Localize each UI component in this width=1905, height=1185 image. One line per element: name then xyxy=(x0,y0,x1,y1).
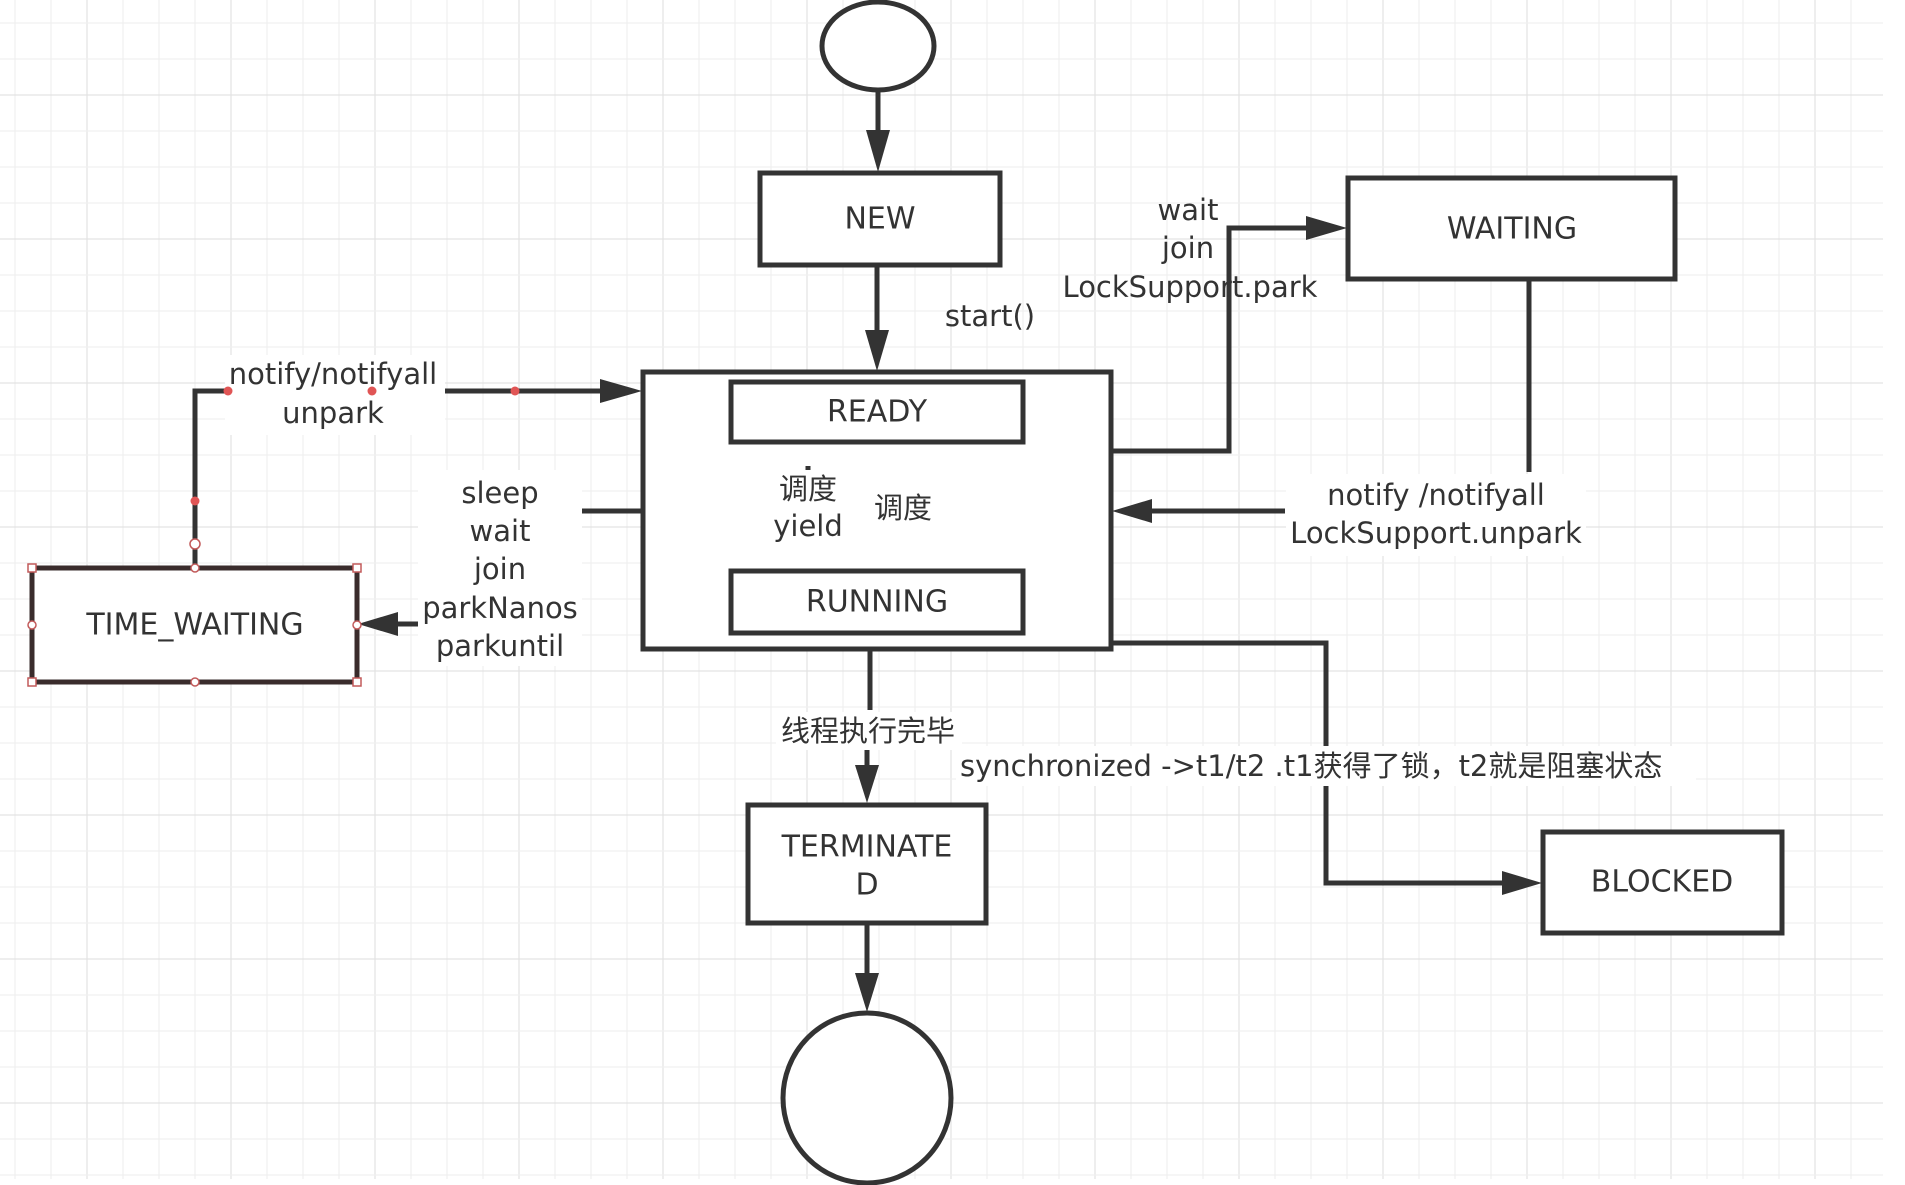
terminated-state-box[interactable] xyxy=(745,802,989,926)
edge-label-yield-line-2: yield xyxy=(773,509,843,543)
connection-point-bottom[interactable] xyxy=(190,677,200,687)
edge-waypoint[interactable] xyxy=(510,386,520,396)
edge-label-notify-line-1: notify /notifyall xyxy=(1327,478,1545,512)
arrowhead-time-waiting-to-runnable xyxy=(600,379,642,403)
edge-label-thread-finished: 线程执行完毕 xyxy=(781,714,955,748)
edge-label-waiting-line-2: join xyxy=(1161,231,1214,265)
edge-waypoint[interactable] xyxy=(190,496,200,506)
edge-label-schedule: 调度 xyxy=(874,491,932,525)
edge-endpoint-handle[interactable] xyxy=(189,538,201,550)
connection-point-top[interactable] xyxy=(190,563,200,573)
edge-label-waiting-line-1: wait xyxy=(1158,193,1219,227)
label-bg-runnable-to-blocked xyxy=(956,746,1696,786)
running-state-label: RUNNING xyxy=(806,585,948,620)
edge-label-notify-line-2: LockSupport.unpark xyxy=(1290,516,1582,550)
new-state-label: NEW xyxy=(844,202,915,237)
edge-waypoint[interactable] xyxy=(367,386,377,396)
waiting-state-label: WAITING xyxy=(1447,212,1577,247)
resize-handle-top-right[interactable] xyxy=(352,563,362,573)
edge-label-yield-line-1: 调度 xyxy=(779,472,837,506)
label-bg-runnable-to-time-waiting xyxy=(418,470,582,666)
edge-waypoint[interactable] xyxy=(223,386,233,396)
edge-time-waiting-to-runnable[interactable] xyxy=(192,388,225,568)
label-bg-waiting-to-runnable xyxy=(1286,474,1586,556)
edge-label-start: start() xyxy=(945,299,1035,333)
edge-label-waiting-line-3: LockSupport.park xyxy=(1063,270,1318,304)
ready-state-box[interactable] xyxy=(728,379,1026,445)
label-bg-runnable-to-terminated xyxy=(776,712,962,750)
edge-label-time-notify-line-1: notify/notifyall xyxy=(229,357,437,391)
connection-point-left[interactable] xyxy=(27,620,37,630)
waiting-state-box[interactable] xyxy=(1345,175,1678,282)
start-node[interactable] xyxy=(819,0,937,93)
edge-label-sleep-line-3: join xyxy=(473,552,526,586)
arrowhead-runnable-to-blocked xyxy=(1502,871,1542,895)
arrowhead-new-to-runnable xyxy=(865,330,889,371)
running-state-box[interactable] xyxy=(728,568,1026,636)
arrowhead-runnable-to-waiting xyxy=(1306,216,1347,240)
canvas-bottom-strip xyxy=(0,1179,1905,1185)
arrowhead-runnable-to-terminated xyxy=(855,765,879,803)
edge-label-sleep-line-1: sleep xyxy=(461,476,538,510)
ready-state-label: READY xyxy=(827,395,928,430)
arrowhead-runnable-to-time-waiting xyxy=(358,612,398,636)
label-bg-time-waiting-to-runnable xyxy=(225,355,445,435)
arrowhead-waiting-to-runnable xyxy=(1112,499,1152,523)
connection-point-right[interactable] xyxy=(352,620,362,630)
edge-runnable-to-waiting[interactable] xyxy=(1111,225,1310,454)
arrowhead-terminated-to-end xyxy=(855,973,879,1012)
selection-handles xyxy=(27,538,362,687)
edge-label-synchronized: synchronized ->t1/t2 .t1获得了锁，t2就是阻塞状态 xyxy=(960,749,1662,783)
edge-label-time-notify-line-2: unpark xyxy=(282,396,384,430)
arrowhead-start-to-new xyxy=(866,130,890,172)
end-node[interactable] xyxy=(780,1010,954,1185)
resize-handle-bottom-left[interactable] xyxy=(27,677,37,687)
terminated-state-label-line-2: D xyxy=(855,868,878,903)
edge-label-sleep-line-5: parkuntil xyxy=(436,629,564,663)
edge-label-sleep-line-4: parkNanos xyxy=(422,591,578,625)
terminated-state-label-line-1: TERMINATE xyxy=(781,830,953,865)
time-waiting-state-label: TIME_WAITING xyxy=(85,608,303,643)
resize-handle-bottom-right[interactable] xyxy=(352,677,362,687)
new-state-box[interactable] xyxy=(757,170,1003,268)
blocked-state-label: BLOCKED xyxy=(1591,865,1734,900)
edge-label-sleep-line-2: wait xyxy=(470,514,531,548)
edge-waypoints xyxy=(190,386,520,506)
resize-handle-top-left[interactable] xyxy=(27,563,37,573)
blocked-state-box[interactable] xyxy=(1540,829,1785,936)
